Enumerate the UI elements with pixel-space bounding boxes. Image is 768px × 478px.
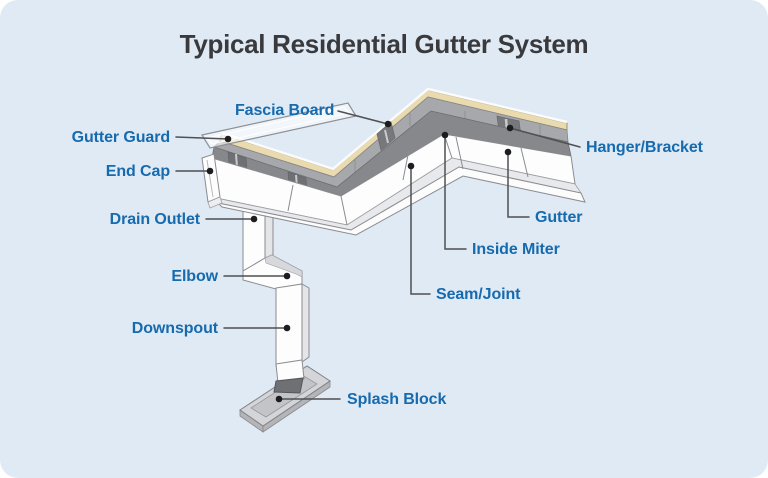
elbow-shape xyxy=(242,254,303,290)
seam-joint-shape xyxy=(287,133,529,226)
downspout-shape xyxy=(275,283,310,367)
splash-block-shape xyxy=(239,365,331,433)
gutter-front-face-shape xyxy=(211,133,586,236)
label-drain-outlet: Drain Outlet xyxy=(109,211,200,228)
label-gutter-guard: Gutter Guard xyxy=(71,129,170,146)
label-inside-miter: Inside Miter xyxy=(472,241,560,258)
downspout-shoe-shape xyxy=(273,359,305,394)
label-hanger-bracket: Hanger/Bracket xyxy=(586,139,703,156)
leader-dots xyxy=(206,120,514,403)
label-seam-joint: Seam/Joint xyxy=(436,286,521,303)
label-splash-block: Splash Block xyxy=(347,391,447,408)
label-fascia-board: Fascia Board xyxy=(235,102,335,119)
end-cap-shape xyxy=(201,153,223,209)
label-downspout: Downspout xyxy=(131,320,218,337)
diagram-title: Typical Residential Gutter System xyxy=(179,29,589,59)
leader-lines xyxy=(175,110,581,400)
label-end-cap: End Cap xyxy=(105,163,170,180)
label-elbow: Elbow xyxy=(171,268,218,285)
label-gutter: Gutter xyxy=(535,209,583,226)
